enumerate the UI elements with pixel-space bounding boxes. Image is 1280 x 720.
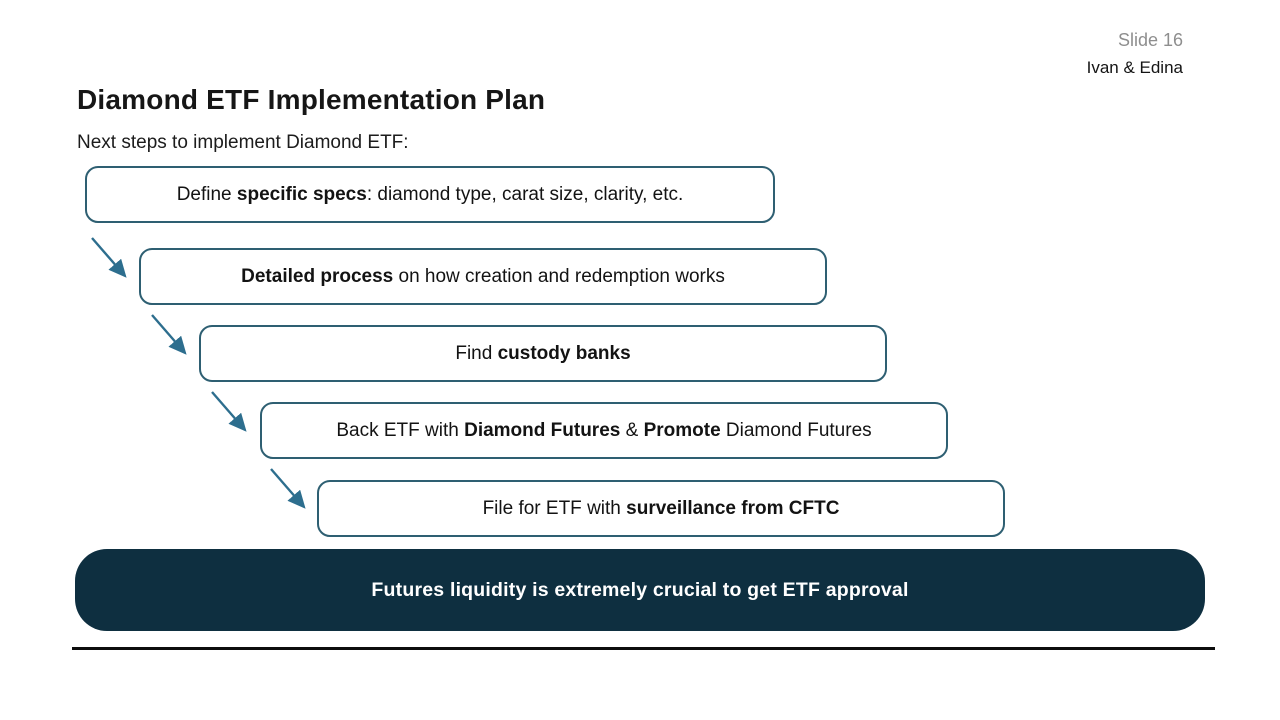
slide-authors: Ivan & Edina — [1086, 58, 1183, 77]
callout-banner: Futures liquidity is extremely crucial t… — [75, 549, 1205, 631]
step-box-5: File for ETF with surveillance from CFTC — [317, 480, 1005, 537]
step-text: Define specific specs: diamond type, car… — [176, 183, 684, 205]
step-text: Find custody banks — [455, 342, 631, 364]
step-text: Detailed process on how creation and red… — [241, 265, 725, 287]
slide-meta: Slide 16 Ivan & Edina — [1087, 30, 1183, 78]
flow-arrow-icon — [211, 391, 247, 432]
page-title: Diamond ETF Implementation Plan — [77, 84, 546, 115]
flow-arrow-icon — [151, 314, 187, 355]
step-box-2: Detailed process on how creation and red… — [139, 248, 827, 305]
step-text: Back ETF with Diamond Futures & Promote … — [336, 419, 872, 441]
page-subtitle: Next steps to implement Diamond ETF: — [77, 132, 409, 153]
bottom-divider — [72, 647, 1215, 650]
step-text: File for ETF with surveillance from CFTC — [482, 497, 840, 519]
slide-number: Slide 16 — [1117, 30, 1183, 50]
step-box-3: Find custody banks — [199, 325, 887, 382]
flow-arrow-icon — [270, 468, 306, 509]
step-box-4: Back ETF with Diamond Futures & Promote … — [260, 402, 948, 459]
step-box-1: Define specific specs: diamond type, car… — [85, 166, 775, 223]
flow-arrow-icon — [91, 237, 127, 278]
callout-text: Futures liquidity is extremely crucial t… — [371, 578, 909, 601]
